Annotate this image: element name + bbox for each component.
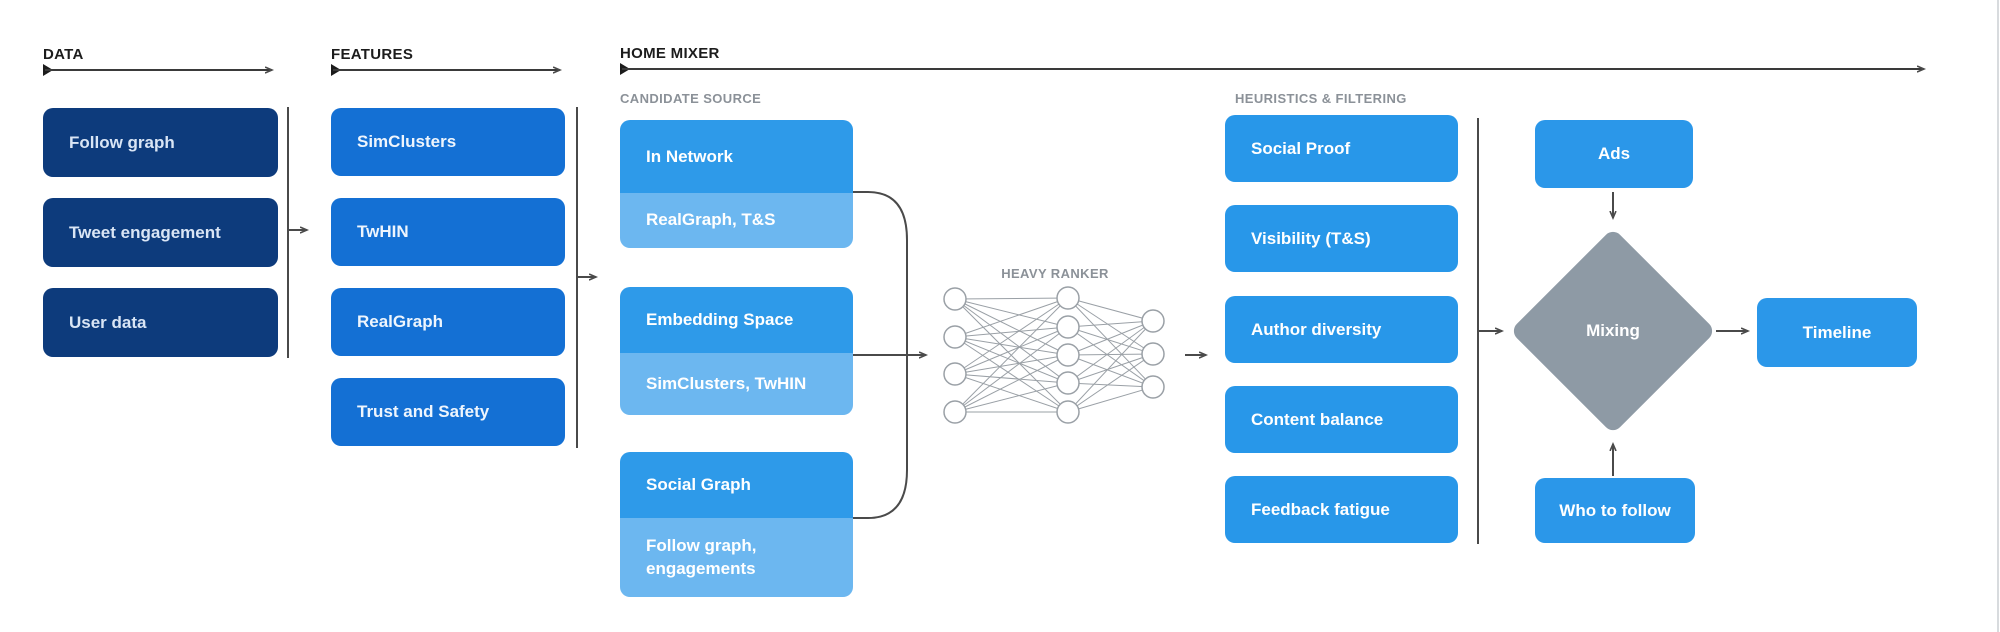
- node-realgraph: RealGraph: [331, 288, 565, 356]
- node-visibility-ts: Visibility (T&S): [1225, 205, 1458, 272]
- node-in-network: In Network RealGraph, T&S: [620, 120, 853, 248]
- node-trust-and-safety: Trust and Safety: [331, 378, 565, 446]
- subheader-candidate-source: CANDIDATE SOURCE: [620, 91, 762, 106]
- node-feedback-fatigue: Feedback fatigue: [1225, 476, 1458, 543]
- node-twhin: TwHIN: [331, 198, 565, 266]
- subheader-heavy-ranker: HEAVY RANKER: [1001, 266, 1109, 281]
- node-follow-graph: Follow graph: [43, 108, 278, 177]
- node-timeline: Timeline: [1757, 298, 1917, 367]
- node-social-graph: Social Graph Follow graph, engagements: [620, 452, 853, 597]
- node-in-network-title: In Network: [620, 120, 853, 193]
- node-user-data: User data: [43, 288, 278, 357]
- node-in-network-subtitle: RealGraph, T&S: [620, 193, 853, 248]
- node-ads: Ads: [1535, 120, 1693, 188]
- neural-network-icon: [943, 286, 1165, 424]
- node-author-diversity: Author diversity: [1225, 296, 1458, 363]
- node-social-graph-title: Social Graph: [620, 452, 853, 518]
- subheader-heuristics-filtering: HEURISTICS & FILTERING: [1235, 91, 1407, 106]
- section-header-data: DATA: [43, 46, 84, 63]
- section-header-features: FEATURES: [331, 46, 414, 63]
- node-tweet-engagement: Tweet engagement: [43, 198, 278, 267]
- section-header-home-mixer: HOME MIXER: [620, 45, 720, 62]
- node-mixing-label: Mixing: [1586, 321, 1640, 340]
- section-header-arrows: [43, 63, 1924, 76]
- node-embedding-space: Embedding Space SimClusters, TwHIN: [620, 287, 853, 415]
- node-embedding-space-subtitle: SimClusters, TwHIN: [620, 353, 853, 415]
- node-social-graph-subtitle: Follow graph, engagements: [620, 518, 853, 597]
- node-simclusters: SimClusters: [331, 108, 565, 176]
- node-content-balance: Content balance: [1225, 386, 1458, 453]
- node-embedding-space-title: Embedding Space: [620, 287, 853, 353]
- node-who-to-follow: Who to follow: [1535, 478, 1695, 543]
- node-social-proof: Social Proof: [1225, 115, 1458, 182]
